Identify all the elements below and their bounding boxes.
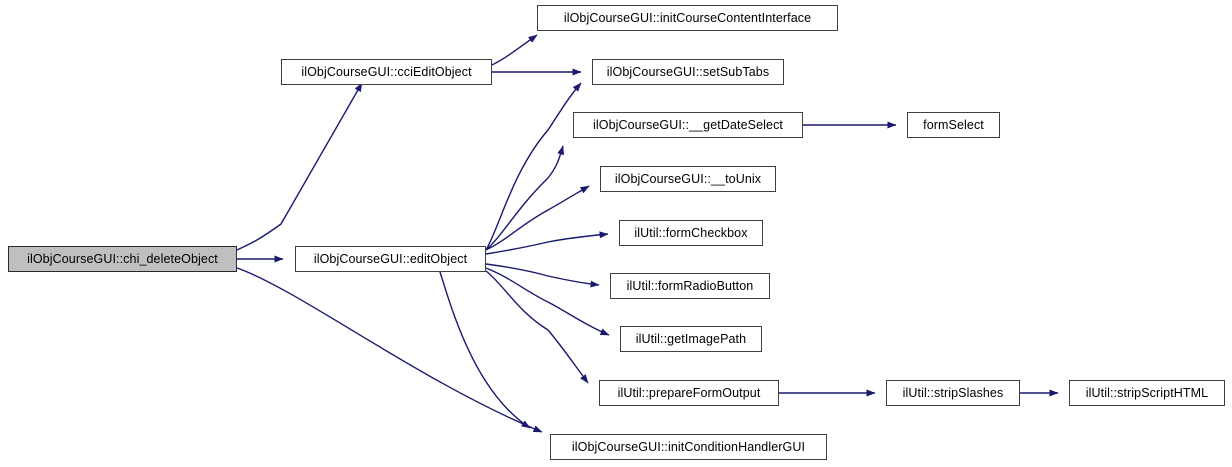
graph-node-formCheckbox[interactable]: ilUtil::formCheckbox (619, 220, 763, 246)
graph-node-initCourseContentInterface[interactable]: ilObjCourseGUI::initCourseContentInterfa… (537, 5, 838, 31)
graph-node-prepareFormOutput[interactable]: ilUtil::prepareFormOutput (599, 380, 779, 406)
graph-node-stripScriptHTML[interactable]: ilUtil::stripScriptHTML (1069, 380, 1225, 406)
graph-node-label: ilUtil::formCheckbox (634, 225, 748, 240)
graph-node-label: ilObjCourseGUI::cciEditObject (301, 64, 472, 79)
graph-node-label: formSelect (923, 117, 984, 132)
graph-edge-chi_deleteObject-to-cciEditObject (236, 82, 363, 251)
graph-edge-chi_deleteObject-to-initConditionHandlerGUI (236, 267, 543, 433)
graph-edge-editObject-to-getImagePath (485, 267, 610, 336)
graph-node-stripSlashes[interactable]: ilUtil::stripSlashes (886, 380, 1020, 406)
graph-node-label: ilUtil::formRadioButton (626, 278, 754, 293)
graph-edge-cciEditObject-to-initCourseContentInterface (491, 34, 538, 66)
graph-edge-editObject-to-toUnix (485, 185, 590, 251)
graph-edge-editObject-to-getDateSelect (485, 145, 565, 251)
graph-node-getDateSelect[interactable]: ilObjCourseGUI::__getDateSelect (573, 112, 803, 138)
graph-node-initConditionHandlerGUI[interactable]: ilObjCourseGUI::initConditionHandlerGUI (550, 434, 827, 460)
graph-node-toUnix[interactable]: ilObjCourseGUI::__toUnix (600, 166, 776, 192)
graph-node-label: ilObjCourseGUI::initCourseContentInterfa… (563, 10, 812, 25)
graph-edge-editObject-to-prepareFormOutput (485, 270, 589, 384)
graph-node-label: ilObjCourseGUI::__getDateSelect (593, 117, 783, 132)
graph-edge-editObject-to-formRadioButton (485, 263, 600, 288)
graph-node-editObject[interactable]: ilObjCourseGUI::editObject (295, 246, 486, 272)
graph-edge-editObject-to-setSubTabs (485, 82, 582, 251)
graph-node-label: ilObjCourseGUI::initConditionHandlerGUI (571, 439, 806, 454)
graph-edge-editObject-to-initConditionHandlerGUI (439, 271, 531, 429)
graph-node-label: ilUtil::stripScriptHTML (1085, 385, 1209, 400)
graph-node-label: ilUtil::stripSlashes (902, 385, 1004, 400)
graph-node-formRadioButton[interactable]: ilUtil::formRadioButton (610, 273, 770, 299)
graph-edge-editObject-to-formCheckbox (485, 231, 609, 255)
graph-node-label: ilObjCourseGUI::setSubTabs (606, 64, 770, 79)
graph-node-label: ilObjCourseGUI::chi_deleteObject (27, 251, 218, 266)
graph-node-setSubTabs[interactable]: ilObjCourseGUI::setSubTabs (592, 59, 784, 85)
graph-node-cciEditObject[interactable]: ilObjCourseGUI::cciEditObject (281, 59, 492, 85)
graph-node-label: ilUtil::getImagePath (635, 331, 747, 346)
graph-node-chi_deleteObject[interactable]: ilObjCourseGUI::chi_deleteObject (8, 246, 237, 272)
graph-node-formSelect[interactable]: formSelect (907, 112, 1000, 138)
graph-node-label: ilObjCourseGUI::__toUnix (614, 171, 762, 186)
graph-node-getImagePath[interactable]: ilUtil::getImagePath (620, 326, 762, 352)
graph-node-label: ilObjCourseGUI::editObject (313, 251, 468, 266)
graph-node-label: ilUtil::prepareFormOutput (617, 385, 761, 400)
